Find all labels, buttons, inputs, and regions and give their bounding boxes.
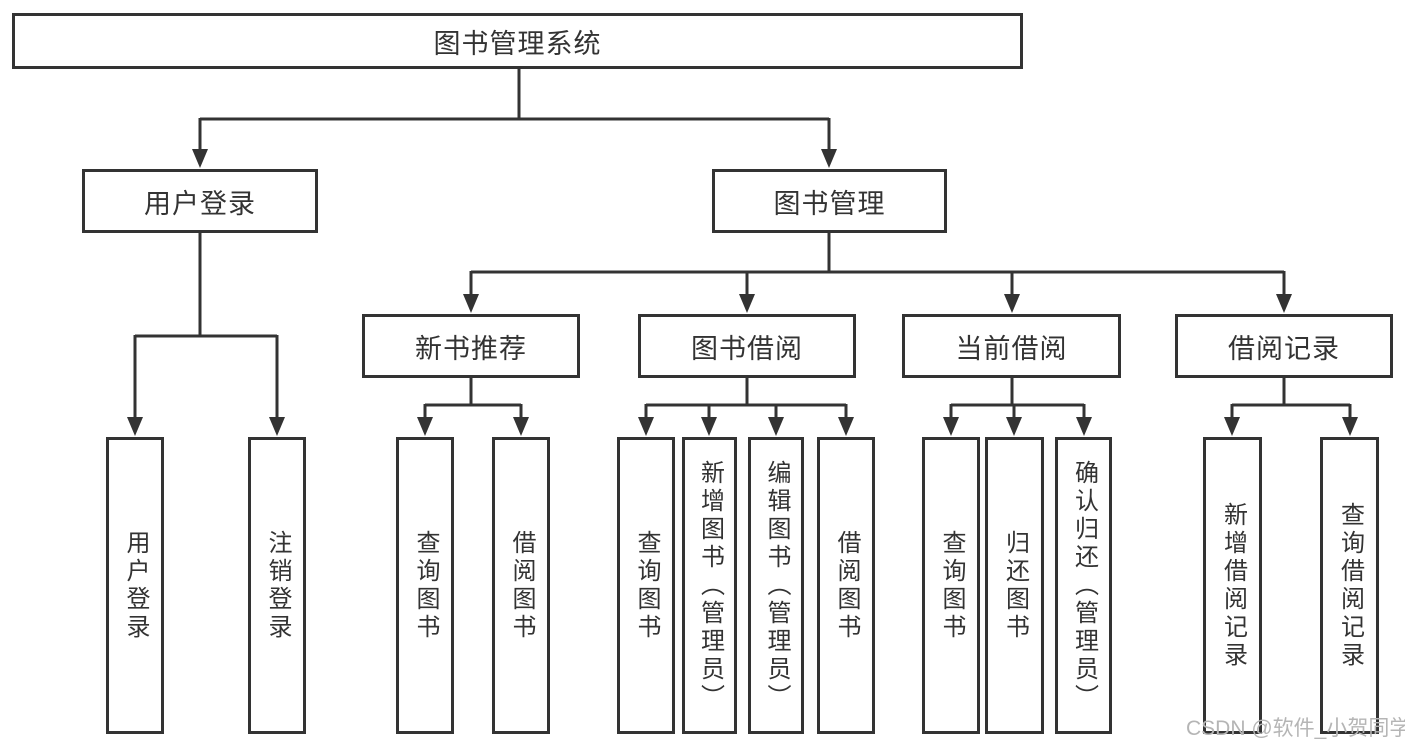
node-borrow-records: 借阅记录 — [1175, 314, 1393, 378]
csdn-watermark: CSDN @软件_小贺同学 — [1186, 717, 1405, 740]
leaf-return-book: 归还图书 — [985, 437, 1044, 734]
leaf-query-books-recommend: 查询图书 — [396, 437, 454, 734]
leaf-edit-book-admin: 编辑图书（管理员） — [748, 437, 804, 734]
leaf-add-book-admin: 新增图书（管理员） — [682, 437, 737, 734]
leaf-borrow-books-borrowing: 借阅图书 — [817, 437, 875, 734]
leaf-logout: 注销登录 — [248, 437, 306, 734]
leaf-confirm-return-admin-label: 确认归还（管理员） — [1070, 459, 1098, 712]
node-new-book-recommend: 新书推荐 — [362, 314, 580, 378]
leaf-query-books-current: 查询图书 — [922, 437, 980, 734]
node-current-borrowing-label: 当前借阅 — [955, 333, 1068, 364]
leaf-add-book-admin-label: 新增图书（管理员） — [696, 459, 724, 712]
node-borrow-records-label: 借阅记录 — [1228, 333, 1340, 364]
node-current-borrowing: 当前借阅 — [902, 314, 1121, 378]
leaf-query-books-recommend-label: 查询图书 — [412, 529, 439, 642]
leaf-query-books-borrowing: 查询图书 — [617, 437, 675, 734]
leaf-logout-label: 注销登录 — [264, 529, 291, 642]
node-book-management-label: 图书管理 — [773, 188, 886, 219]
node-book-management: 图书管理 — [712, 169, 947, 233]
leaf-confirm-return-admin: 确认归还（管理员） — [1055, 437, 1112, 734]
leaf-query-borrow-record: 查询借阅记录 — [1320, 437, 1379, 734]
node-new-book-recommend-label: 新书推荐 — [415, 333, 527, 364]
node-library-system-label: 图书管理系统 — [433, 28, 602, 59]
leaf-edit-book-admin-label: 编辑图书（管理员） — [763, 459, 790, 712]
leaf-user-login: 用户登录 — [106, 437, 164, 734]
leaf-query-books-borrowing-label: 查询图书 — [633, 529, 660, 642]
node-user-login-label: 用户登录 — [144, 188, 256, 219]
leaf-return-book-label: 归还图书 — [1001, 529, 1029, 642]
node-library-system: 图书管理系统 — [12, 13, 1023, 69]
leaf-borrow-books-borrowing-label: 借阅图书 — [833, 529, 860, 642]
leaf-borrow-books-recommend: 借阅图书 — [492, 437, 550, 734]
leaf-user-login-label: 用户登录 — [122, 529, 149, 642]
leaf-add-borrow-record: 新增借阅记录 — [1203, 437, 1262, 734]
leaf-query-books-current-label: 查询图书 — [938, 529, 965, 642]
node-book-borrowing: 图书借阅 — [638, 314, 856, 378]
leaf-add-borrow-record-label: 新增借阅记录 — [1219, 501, 1247, 670]
leaf-borrow-books-recommend-label: 借阅图书 — [508, 529, 535, 642]
arrowheads — [127, 149, 1358, 436]
node-book-borrowing-label: 图书借阅 — [691, 333, 803, 364]
node-user-login: 用户登录 — [82, 169, 318, 233]
leaf-query-borrow-record-label: 查询借阅记录 — [1336, 501, 1364, 670]
